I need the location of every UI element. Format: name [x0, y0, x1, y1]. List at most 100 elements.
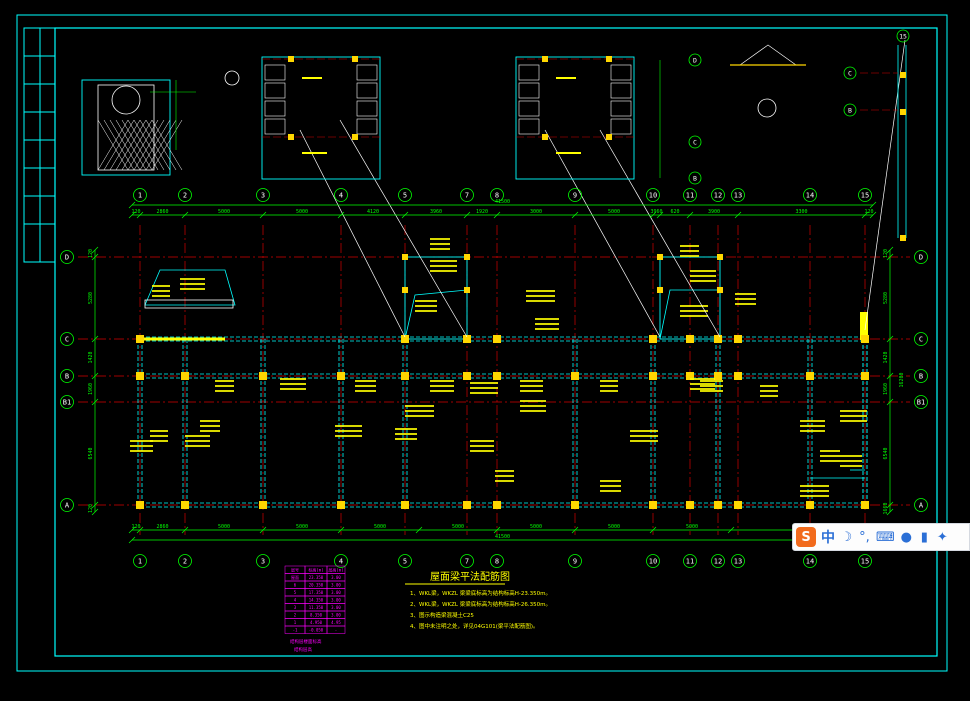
rebar-text-line	[600, 485, 621, 487]
hatch	[151, 119, 183, 171]
moon-icon[interactable]: ☽	[840, 529, 853, 545]
axis-bubble-left-D: D	[60, 250, 74, 264]
bubble-circle	[60, 250, 74, 264]
rebar-text-line	[600, 380, 618, 382]
rebar-text-line	[335, 430, 362, 432]
rebar-text-line	[150, 435, 168, 437]
dim-tick	[259, 211, 267, 219]
rebar-text-line	[495, 470, 514, 472]
keyboard-icon[interactable]: ⌨	[876, 529, 895, 545]
dim-tick	[128, 201, 136, 209]
dim-label: 6540	[88, 447, 94, 459]
rebar-text-line	[150, 430, 168, 432]
column	[181, 501, 189, 509]
axis-bubble-top-11: 11	[683, 188, 697, 202]
column	[649, 372, 657, 380]
column	[401, 372, 409, 380]
axis-bubbles: 1122334455778899101011111212131314141515…	[60, 188, 928, 568]
dim-label: 5280	[883, 292, 889, 304]
rebar-text-line	[430, 243, 450, 245]
rebar-text-line	[680, 255, 699, 257]
rebar-text-line	[800, 495, 829, 497]
punctuation-icon[interactable]: °,	[859, 529, 870, 545]
rebar-text-line	[415, 305, 437, 307]
section-outline	[81, 79, 171, 176]
rebar-annotation	[130, 440, 153, 452]
elev-side-bubble	[843, 103, 857, 117]
axis-bubble-right-D: D	[914, 250, 928, 264]
bubble-label: B1	[917, 399, 925, 407]
dim-tick	[136, 526, 144, 534]
column	[686, 501, 694, 509]
axis-bubble-top-12: 12	[711, 188, 725, 202]
rebar-text-line	[840, 460, 862, 462]
axis-bubble-top-1: 1	[133, 188, 147, 202]
sogou-logo-icon[interactable]: S	[796, 527, 816, 547]
table-text: 2	[294, 613, 297, 618]
elev-column	[900, 109, 906, 115]
column-stair	[464, 287, 470, 293]
axis-bubble-top-8: 8	[490, 188, 504, 202]
outer-sheet-frame	[16, 14, 948, 672]
stair-detail-right	[515, 56, 635, 180]
table-text: 3.00	[331, 575, 341, 580]
dim-label: 120	[883, 249, 889, 258]
dim-label: 2860	[156, 524, 168, 530]
rebar-annotation	[335, 425, 362, 437]
rebar-annotation	[355, 380, 376, 392]
bubble-label: 7	[465, 558, 469, 566]
dim-tick	[128, 536, 136, 544]
table-caption: 结构层楼面标高	[290, 638, 322, 645]
skin-icon[interactable]: ▮	[920, 529, 928, 545]
tools-icon[interactable]: ✦	[936, 529, 948, 545]
column	[861, 501, 869, 509]
bubble-circle	[256, 554, 270, 568]
dim-tick	[886, 398, 894, 406]
dim-tick	[337, 526, 345, 534]
rebar-text-line	[335, 425, 362, 427]
rebar-text-line	[520, 380, 543, 382]
bubble-label: 15	[861, 192, 869, 200]
ime-toolbar[interactable]: S 中 ☽ °, ⌨ ● ▮ ✦	[792, 523, 970, 551]
language-toggle-button[interactable]: 中	[821, 530, 835, 546]
axis-bubble-top-13: 13	[731, 188, 745, 202]
bubble-circle	[178, 188, 192, 202]
dim-label: 1660	[883, 502, 889, 514]
bubble-label: 1	[138, 192, 142, 200]
column	[686, 335, 694, 343]
roof-beam-plan	[78, 39, 910, 535]
bubble-circle	[803, 554, 817, 568]
dim-label: 1420	[88, 351, 94, 363]
table-text: 层号	[291, 567, 299, 573]
rebar-text-line	[735, 303, 756, 305]
hatch	[145, 119, 177, 171]
rebar-annotation	[760, 385, 778, 397]
peak-circle	[757, 98, 777, 118]
bubble-label: 12	[714, 192, 722, 200]
detail-column	[352, 56, 358, 62]
rebar-annotation	[280, 378, 306, 390]
dim-label: 5000	[296, 209, 308, 215]
microphone-icon[interactable]: ●	[900, 529, 912, 545]
bubble-circle	[683, 188, 697, 202]
rebar-text-line	[820, 455, 840, 457]
table-text: 6	[294, 583, 297, 588]
rebar-text-line	[185, 445, 210, 447]
rebar-text-line	[152, 295, 170, 297]
rebar-text-line	[690, 270, 716, 272]
table-text: 3.00	[331, 605, 341, 610]
elev-column	[900, 235, 906, 241]
bubble-circle	[914, 250, 928, 264]
dim-tick	[91, 246, 99, 254]
table-text: 14.350	[309, 598, 324, 603]
detail-bubble	[688, 53, 702, 67]
dim-label: 5000	[452, 524, 464, 530]
bubble-label: 10	[649, 192, 657, 200]
hatch	[109, 119, 141, 171]
bubble-label: B	[65, 373, 69, 381]
rebar-text-line	[526, 300, 555, 302]
table-text: -1	[293, 628, 298, 633]
